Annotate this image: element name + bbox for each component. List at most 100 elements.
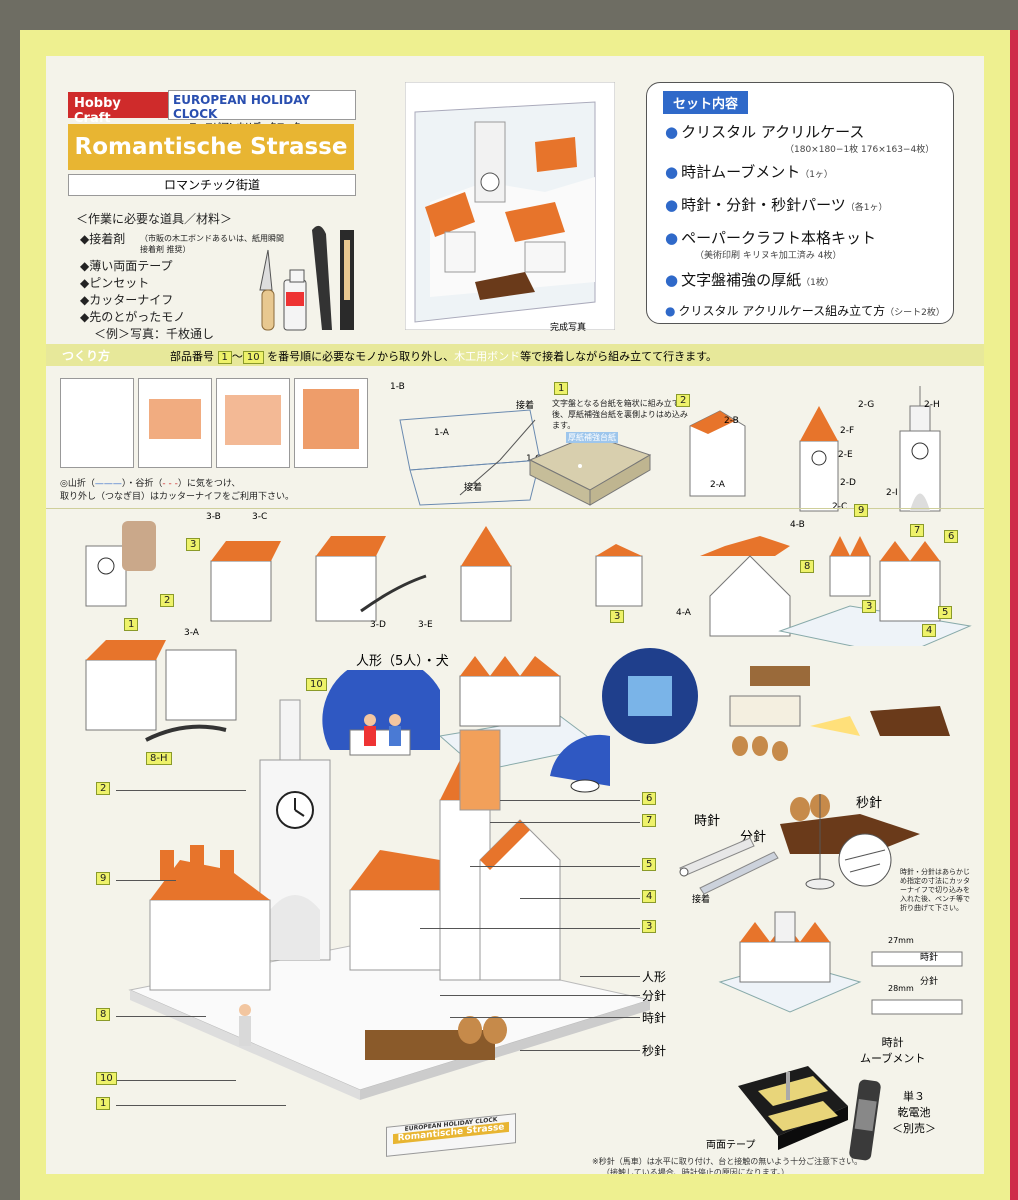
tool-item: ◆ピンセット (80, 276, 150, 290)
product-title: Romantische Strasse (68, 124, 354, 170)
main-label-3: 3 (642, 920, 657, 933)
tool-item: ◆カッターナイフ (80, 293, 174, 307)
board-label: 厚紙補強台紙 (566, 432, 618, 443)
label-3-b: 3-B (206, 512, 221, 522)
assembled-model-small (718, 911, 862, 1013)
main-label-minute: 分針 (642, 989, 667, 1003)
label-3-d: 3-D (370, 620, 386, 630)
main-label-2: 2 (96, 782, 111, 795)
figures-label: 人形（5人）・犬 (356, 654, 449, 669)
series-badge: EUROPEAN HOLIDAY CLOCK ヨーロピアンホリデークロック (168, 90, 356, 131)
leader-line (580, 976, 640, 977)
parts-sheet (138, 378, 212, 468)
label-2-e: 2-E (838, 450, 853, 460)
main-label-figure: 人形 (642, 970, 667, 984)
step-number: 2 (676, 394, 691, 407)
leader-line (440, 995, 640, 996)
label-3-a: 3-A (184, 628, 199, 638)
second-hand-label: 秒針 (856, 796, 883, 811)
background-top (0, 0, 1018, 30)
label-4-b: 4-B (790, 520, 805, 530)
battery-icon (849, 1079, 881, 1161)
battery-label: 単３ 乾電池 ＜別売＞ (892, 1090, 936, 1135)
second-hand-carriage (780, 794, 920, 890)
label-3-c: 3-C (252, 512, 268, 522)
tools-list: ◆接着剤 （市販の木工ボンドあるいは、紙用瞬間接着剤 推奨） ◆薄い両面テープ … (80, 230, 290, 342)
hands-diagram (679, 837, 779, 895)
bullet-icon: ● (665, 304, 676, 318)
label-8-h: 8-H (146, 752, 172, 765)
main-label-9: 9 (96, 872, 111, 885)
product-subtitle: ロマンチック街道 (68, 174, 356, 196)
leader-line (470, 866, 640, 867)
glue-note: （市販の木工ボンドあるいは、紙用瞬間接着剤 推奨） (140, 234, 284, 254)
cut-detail-icon (838, 833, 892, 887)
label-9: 9 (854, 504, 869, 517)
divider (46, 508, 984, 509)
tool-example: ＜例＞写真：千枚通し (94, 327, 215, 341)
label-2: 2 (160, 594, 175, 607)
set-item-note: （180×180−1枚 176×163−4枚） (785, 145, 935, 155)
label-4-a: 4-A (676, 608, 691, 618)
step2-tower-diagrams (689, 386, 941, 512)
leader-line (116, 1105, 286, 1106)
label-2-g: 2-G (858, 400, 875, 410)
label-glue: 接着 (464, 483, 483, 493)
set-contents-list: ●クリスタル アクリルケース （180×180−1枚 176×163−4枚） ●… (665, 121, 951, 319)
set-item: ●文字盤補強の厚紙（1枚） (665, 271, 834, 289)
glue-label: 接着 (692, 895, 711, 905)
main-diorama (128, 699, 652, 1100)
label-1-b: 1-B (390, 382, 405, 392)
main-label-7: 7 (642, 814, 657, 827)
dim-minute-label: 分針 (920, 977, 939, 987)
leader-line (116, 1080, 236, 1081)
label-5: 5 (938, 606, 953, 619)
label-3: 3 (610, 610, 625, 623)
step1-description: 文字盤となる台紙を箱状に組み立てた後、厚紙補強台紙を裏側よりはめ込みます。 (552, 399, 688, 430)
fold-note: ◎山折（———）・谷折（- - -）に気をつけ、 取り外し（つなぎ目）はカッター… (60, 479, 295, 502)
hour-hand-label: 時針 (694, 814, 721, 829)
dimension-28: 28mm (888, 984, 914, 993)
step4-diagram (700, 536, 972, 646)
set-item: ●時計ムーブメント（1ヶ） (665, 163, 833, 181)
label-2-i: 2-I (886, 488, 898, 498)
tool-item: ◆薄い両面テープ (80, 259, 173, 273)
completed-photo (405, 82, 615, 330)
footnote: ※秒針（馬車）は水平に取り付け、台と接触の無いよう十分ご注意下さい。 （接触して… (592, 1157, 863, 1177)
label-1-a: 1-A (434, 428, 449, 438)
set-item: ●クリスタル アクリルケース組み立て方（シート2枚） (665, 304, 945, 318)
step-8h-diagram (85, 640, 237, 742)
label-8: 8 (800, 560, 815, 573)
completed-photo-label: 完成写真 (550, 323, 587, 333)
label-3-e: 3-E (418, 620, 433, 630)
hobby-craft-badge: Hobby Craft (68, 92, 168, 126)
clock-movement (738, 1066, 848, 1150)
set-item: ●時針・分針・秒針パーツ（各1ヶ） (665, 196, 888, 214)
howto-band: つくり方 部品番号 1〜10 を番号順に必要なモノから取り外し、木工用ボンド等で… (46, 344, 984, 366)
label-2-d: 2-D (840, 478, 856, 488)
set-contents-panel: セット内容 ●クリスタル アクリルケース （180×180−1枚 176×163… (646, 82, 954, 324)
howto-label: つくり方 (62, 349, 111, 363)
board-diagram (528, 434, 652, 506)
main-label-10: 10 (96, 1072, 117, 1085)
leader-line (520, 1050, 640, 1051)
label-3: 3 (862, 600, 877, 613)
tool-item: ◆先のとがったモノ (80, 310, 186, 324)
tool-item: ◆接着剤 (80, 232, 126, 246)
label-6: 6 (944, 530, 959, 543)
tools-heading: ＜作業に必要な道具／材料＞ (76, 212, 233, 226)
label-10: 10 (306, 678, 327, 691)
main-label-5: 5 (642, 858, 657, 871)
hand-note: 時針・分針はあらかじめ指定の寸法にカッターナイフで切り込みを入れた後、ペンチ等で… (900, 868, 970, 912)
bullet-icon: ● (665, 123, 679, 141)
series-en: EUROPEAN HOLIDAY CLOCK (173, 93, 311, 121)
main-label-4: 4 (642, 890, 657, 903)
leader-line (116, 1016, 206, 1017)
label-2-c: 2-C (832, 502, 848, 512)
label-2-b: 2-B (724, 416, 739, 426)
label-glue: 接着 (516, 401, 535, 411)
bullet-icon: ● (665, 163, 679, 181)
hand-dimension-diagram (871, 951, 963, 1015)
label-4: 4 (922, 624, 937, 637)
label-7: 7 (910, 524, 925, 537)
